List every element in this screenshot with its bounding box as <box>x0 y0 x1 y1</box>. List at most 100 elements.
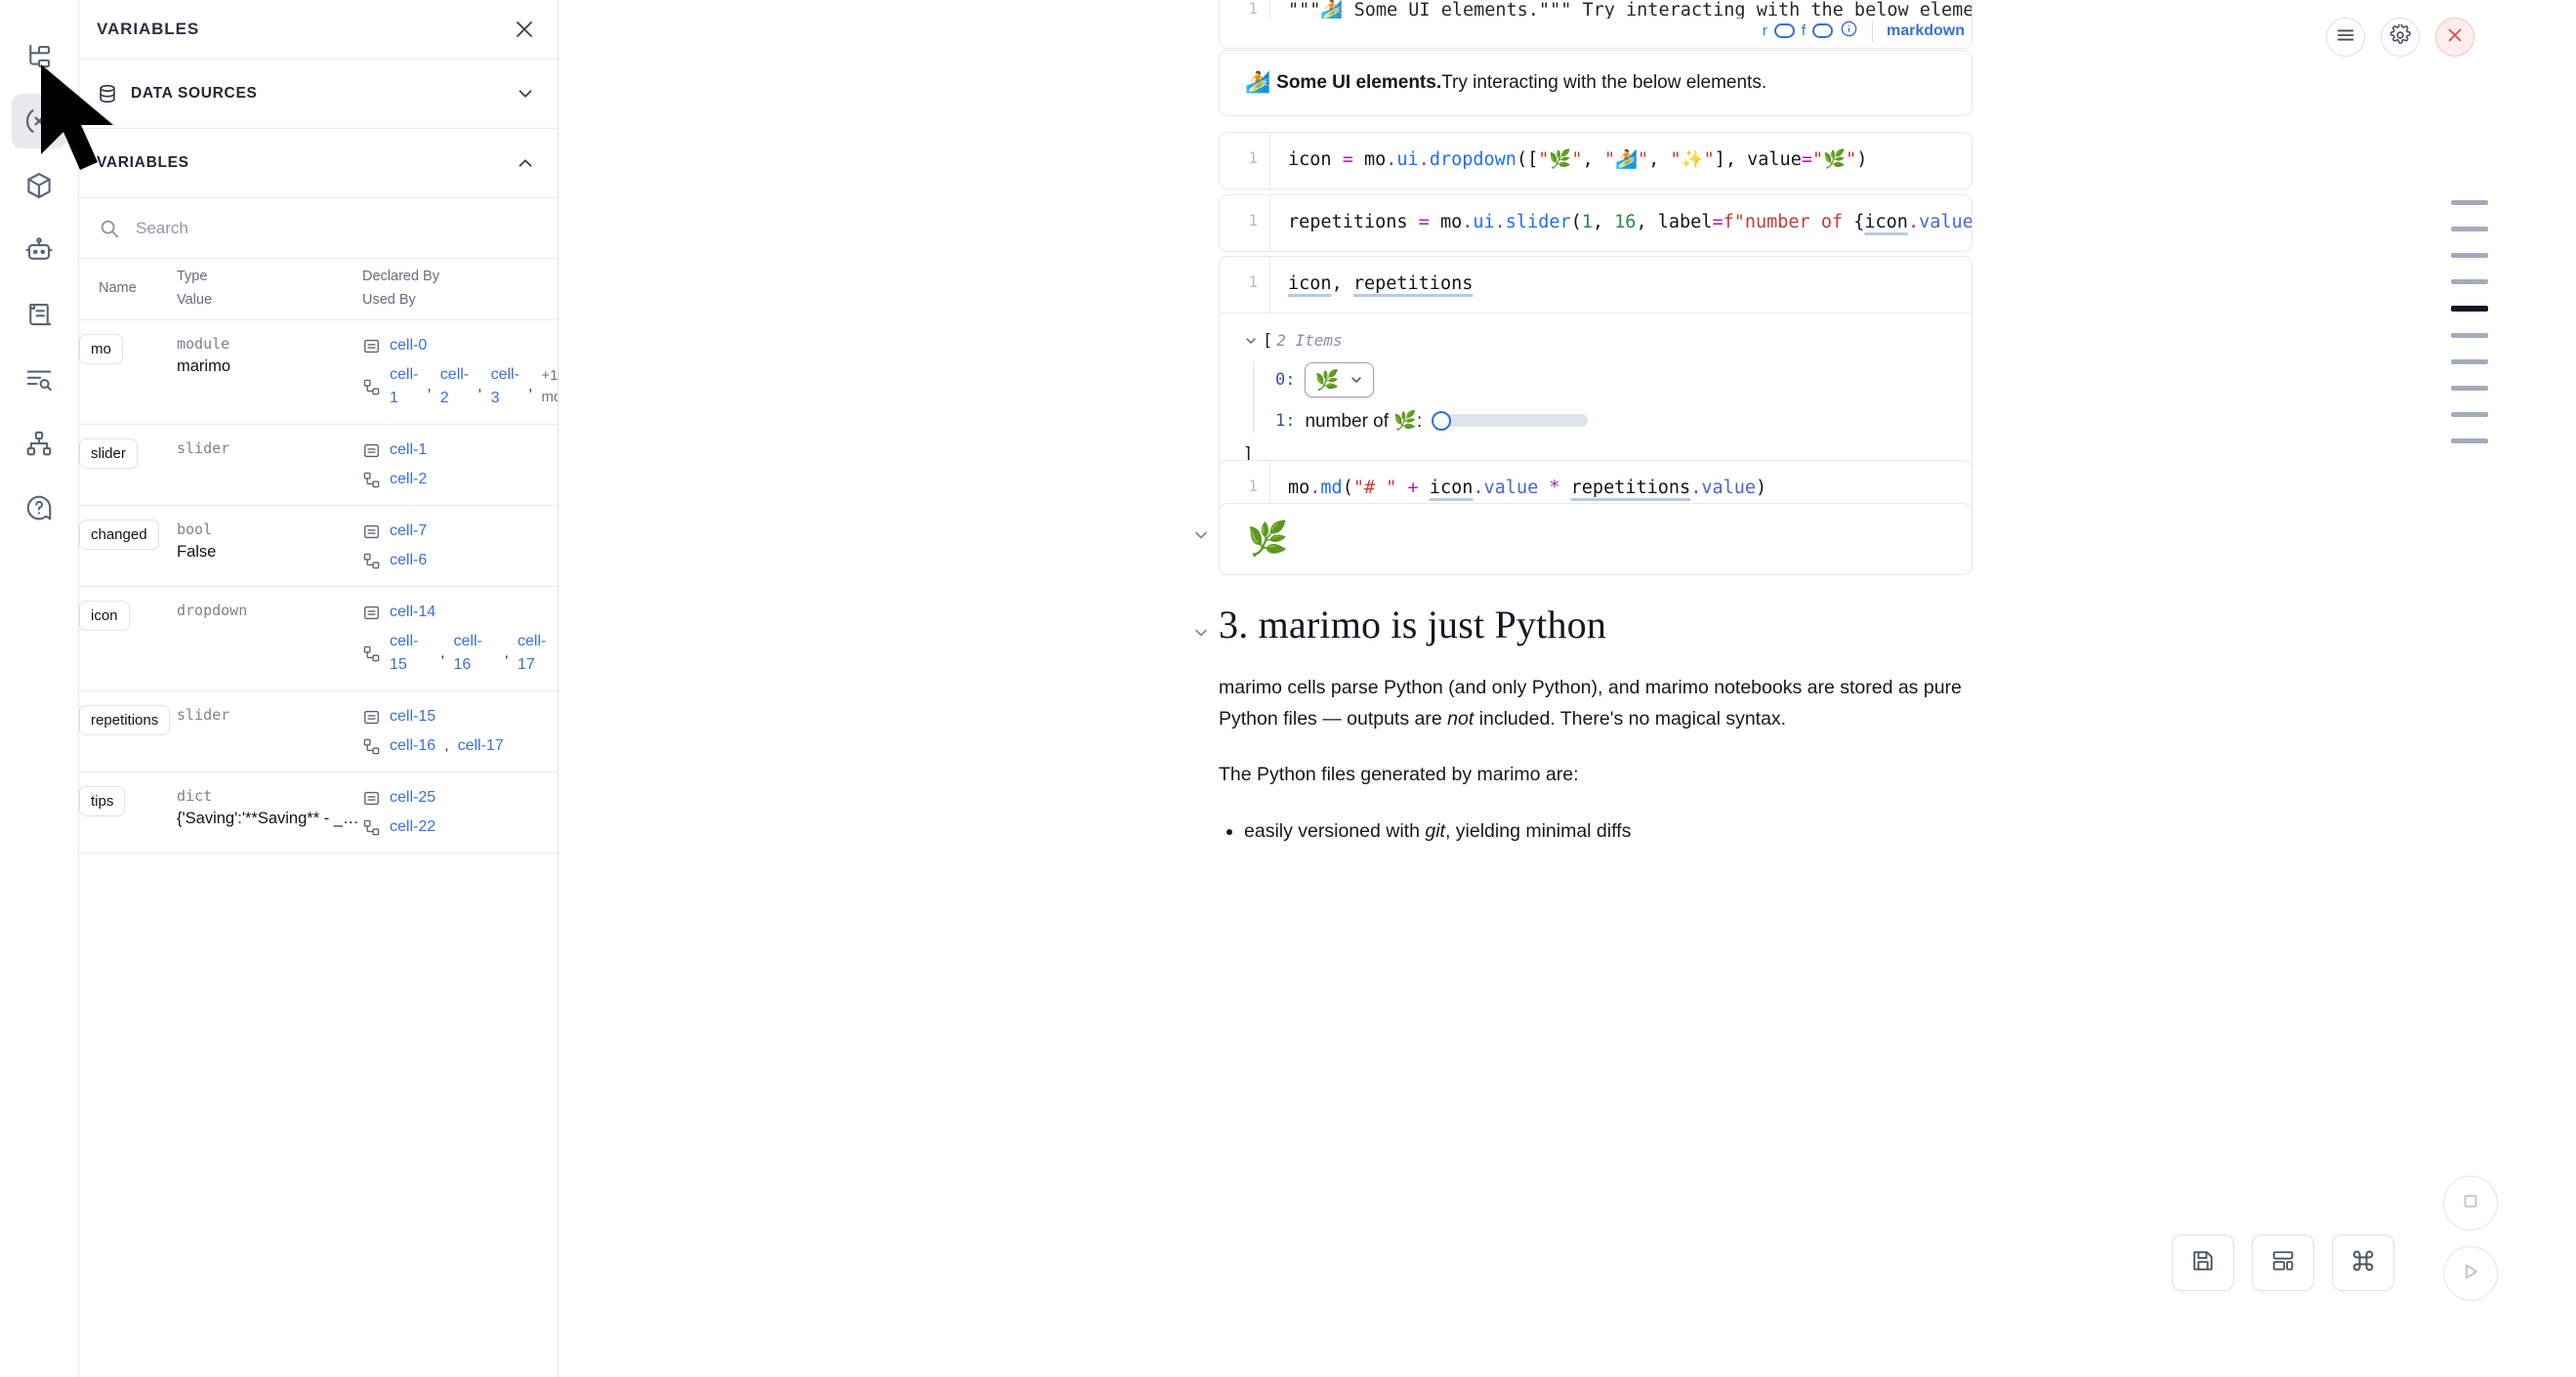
cell-link[interactable]: cell-16 <box>453 633 482 673</box>
variable-value: False <box>177 542 217 561</box>
variable-chip[interactable]: repetitions <box>79 705 171 735</box>
variable-chip[interactable]: tips <box>79 786 126 816</box>
minimap-segment[interactable] <box>2451 386 2488 391</box>
cell-display-widgets[interactable]: 1 icon, repetitions [ 2 Items <box>1219 256 1973 479</box>
cell-settings-button[interactable] <box>2381 18 2420 57</box>
sidebar-item-file-explorer[interactable] <box>12 29 66 84</box>
cell-link[interactable]: cell-3 <box>490 366 519 406</box>
slider-track[interactable] <box>1445 414 1589 428</box>
cell-link[interactable]: cell-1 <box>390 366 419 406</box>
section-variables[interactable]: VARIABLES <box>79 129 558 198</box>
table-row[interactable]: mo module marimo cell-0 cell-1, <box>79 319 558 425</box>
minimap-segment[interactable] <box>2451 359 2488 364</box>
minimap-segment-current[interactable] <box>2451 306 2488 312</box>
variable-chip[interactable]: icon <box>79 601 130 631</box>
delete-cell-button[interactable] <box>2435 18 2474 57</box>
sidebar-item-packages[interactable] <box>12 158 66 213</box>
object-viewer-header[interactable]: [ 2 Items <box>1243 331 1948 351</box>
variable-type: slider <box>177 439 230 457</box>
logs-icon <box>24 364 54 394</box>
variable-name-cell: icon <box>79 586 177 691</box>
row-index: 1: <box>1275 410 1296 431</box>
cell-link[interactable]: cell-17 <box>517 633 547 673</box>
cell-link[interactable]: cell-16 <box>390 737 436 754</box>
cell-link[interactable]: cell-25 <box>390 789 436 806</box>
cell-link[interactable]: cell-15 <box>390 708 436 725</box>
link-cells-icon <box>362 552 381 570</box>
cell-dropdown-definition[interactable]: 1 icon = mo.ui.dropdown(["🌿", "🏄", "✨"],… <box>1219 132 1973 189</box>
variable-chip[interactable]: mo <box>79 334 123 364</box>
minimap-segment[interactable] <box>2451 200 2488 205</box>
interrupt-button[interactable] <box>2443 1176 2498 1231</box>
toggle-pill-icon[interactable] <box>1811 23 1833 38</box>
cell-link[interactable]: cell-7 <box>390 522 428 539</box>
section-label-data-sources: DATA SOURCES <box>131 85 258 102</box>
variable-name-cell: tips <box>79 772 177 854</box>
markdown-bullet-list: easily versioned with git, yielding mini… <box>1219 816 1980 847</box>
slider-knob[interactable] <box>1432 410 1452 431</box>
used-by-more[interactable]: +19 more <box>541 366 558 406</box>
cell-link[interactable]: cell-0 <box>390 337 428 354</box>
cell-code-display[interactable]: icon, repetitions <box>1288 273 1474 294</box>
run-button[interactable] <box>2443 1246 2498 1301</box>
minimap-segment[interactable] <box>2451 279 2488 284</box>
save-button[interactable] <box>2172 1234 2234 1291</box>
cell-link[interactable]: cell-2 <box>390 471 428 487</box>
search-input[interactable] <box>136 218 536 238</box>
close-panel-button[interactable] <box>513 18 536 41</box>
list-item: easily versioned with git, yielding mini… <box>1244 816 1980 847</box>
cell-slider-definition[interactable]: 1 repetitions = mo.ui.slider(1, 16, labe… <box>1219 194 1973 252</box>
sidebar-item-ai-assistant[interactable] <box>12 223 66 277</box>
collapse-section-button[interactable] <box>1191 623 1211 643</box>
collapse-cell-md-button[interactable] <box>1191 525 1211 545</box>
cell-code-text[interactable]: """🏄 Some UI elements.""" Try interactin… <box>1288 0 1972 19</box>
database-icon <box>97 83 118 104</box>
variable-chip[interactable]: changed <box>79 520 159 550</box>
cell-code-slider[interactable]: repetitions = mo.ui.slider(1, 16, label=… <box>1288 212 1972 232</box>
sidebar-item-logs[interactable] <box>12 352 66 406</box>
cell-link[interactable]: cell-1 <box>390 441 428 458</box>
minimap-segment[interactable] <box>2451 333 2488 338</box>
cell-menu-icon <box>2335 24 2356 51</box>
minimap-segment[interactable] <box>2451 253 2488 258</box>
minimap-segment[interactable] <box>2451 438 2488 443</box>
layout-button[interactable] <box>2252 1234 2314 1291</box>
dropdown-widget[interactable]: 🌿 <box>1305 361 1375 397</box>
cell-link[interactable]: cell-14 <box>390 604 436 620</box>
sidebar-item-scratchpad[interactable] <box>12 287 66 342</box>
slider-widget[interactable] <box>1432 410 1589 431</box>
toggle-pill-icon[interactable] <box>1773 23 1795 38</box>
minimap-segment[interactable] <box>2451 227 2488 231</box>
table-row[interactable]: repetitions slider cell-15 cell-16 <box>79 690 558 772</box>
minimap-segment[interactable] <box>2451 412 2488 417</box>
cell-language-badge[interactable]: markdown <box>1886 21 1965 39</box>
sidebar-item-dependency-graph[interactable] <box>12 416 66 471</box>
table-row[interactable]: changed bool False cell-7 cell-6 <box>79 505 558 587</box>
cell-link[interactable]: cell-17 <box>457 737 504 754</box>
cell-menu-button[interactable] <box>2326 18 2365 57</box>
info-icon[interactable] <box>1840 20 1858 42</box>
variable-chip[interactable]: slider <box>79 438 138 469</box>
cell-link[interactable]: cell-22 <box>390 818 436 835</box>
sidebar-item-help[interactable] <box>12 480 66 535</box>
notebook-minimap[interactable] <box>2451 200 2488 443</box>
cell-code-dropdown[interactable]: icon = mo.ui.dropdown(["🌿", "🏄", "✨"], v… <box>1288 149 1868 170</box>
variables-table-body: mo module marimo cell-0 cell-1, <box>79 319 558 854</box>
cell-link[interactable]: cell-2 <box>439 366 470 406</box>
chevron-down-icon[interactable] <box>1243 333 1259 349</box>
paragraph-emphasis: not <box>1447 707 1475 730</box>
section-data-sources[interactable]: DATA SOURCES <box>79 60 558 129</box>
cell-link[interactable]: cell-6 <box>390 552 428 568</box>
chevron-up-icon <box>515 152 536 174</box>
cell-run-flag[interactable]: r f <box>1763 20 1858 42</box>
cell-toolbar: r f markdown <box>1219 20 1973 42</box>
table-row[interactable]: tips dict {'Saving':'**Saving** - _Na...… <box>79 772 558 854</box>
sidebar-item-variables[interactable] <box>12 94 66 148</box>
cell-code-md[interactable]: mo.md("# " + icon.value * repetitions.va… <box>1288 478 1767 498</box>
table-row[interactable]: slider slider cell-1 cell-2 <box>79 424 558 506</box>
cell-link[interactable]: cell-15 <box>390 633 419 673</box>
cell-markdown-source[interactable]: 1 """🏄 Some UI elements.""" Try interact… <box>1219 0 1973 49</box>
command-palette-button[interactable] <box>2332 1234 2394 1291</box>
table-row[interactable]: icon dropdown cell-14 cell-15, <box>79 586 558 691</box>
md-output-leaf: 🌿 <box>1219 503 1973 575</box>
